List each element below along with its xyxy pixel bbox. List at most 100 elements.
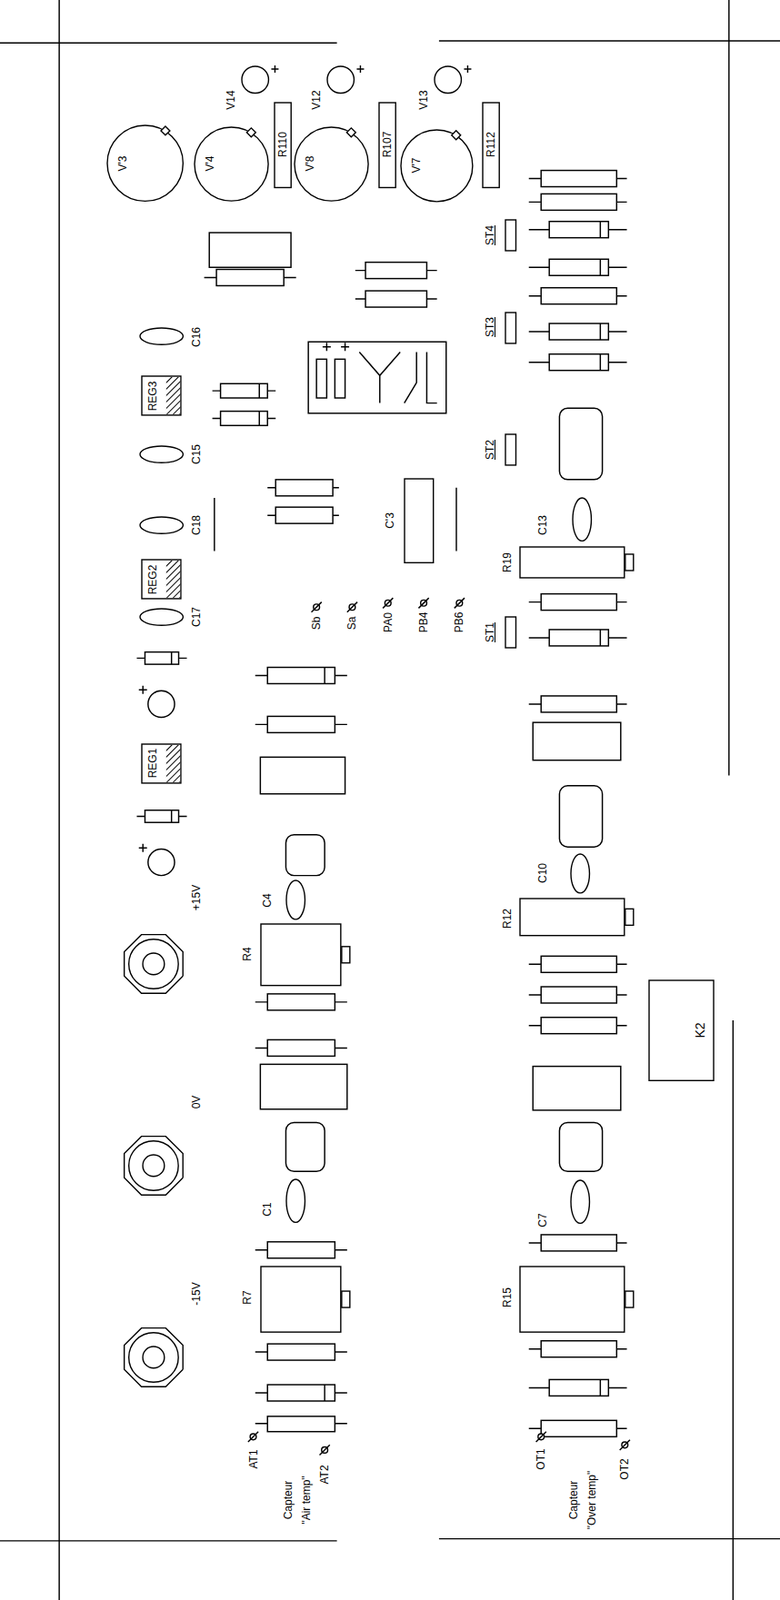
tab-mark [451,130,461,140]
polarity-band [600,630,601,647]
transistor-can [400,130,473,202]
node-outline [260,1266,342,1334]
node-outline [240,65,270,94]
resistor-symbol [540,987,617,1004]
tab-mark [247,128,257,138]
resistor-symbol [540,696,617,713]
part-label: V'3 [117,155,129,171]
frame-line [0,41,338,43]
capacitor-outline [572,498,591,541]
frame-line [58,0,60,1600]
zener-symbol [559,408,602,480]
capacitor-ellipse: C17 [139,608,184,627]
capacitor-symbol [549,323,609,340]
trimmer-body [520,1267,625,1333]
frame-line [439,1539,780,1540]
transistor-outline: V'4 [193,126,270,202]
polarity-band [323,667,325,684]
part-label: V14 [225,90,237,110]
part-label: R107 [381,131,393,159]
terminal-octagon [123,1136,183,1196]
terminal-hole [142,953,165,976]
strap-pad: ST1 [504,616,517,650]
component-body [505,434,516,466]
capacitor-box [260,757,345,794]
sensor-note: "Air temp" [300,1476,312,1525]
trimmer-box: R12 [519,898,626,938]
part-label: C1 [261,1202,273,1217]
capacitor-outline [140,517,183,534]
regulator-box: REG1 [140,743,182,785]
polarity-band [600,259,601,276]
transistor-outline: V'8 [293,126,370,202]
node-outline [519,898,626,938]
part-label: C18 [190,515,202,536]
capacitor-outline [570,854,590,894]
resistor-symbol [267,994,335,1011]
component-body [379,102,396,188]
signal-name: PB4 [418,612,430,634]
pin-name: OT1 [535,1449,547,1470]
capacitor-symbol [549,1380,609,1397]
node-outline [519,1266,626,1334]
trimmer-screw [341,1291,350,1309]
component-body [505,220,516,251]
pad-slash [382,598,393,609]
trimmer-box: R15 [519,1266,626,1334]
resistor-symbol [267,1385,335,1402]
part-label: R4 [241,947,253,961]
trimmer-box: R19 [519,546,626,580]
capacitor-ellipse: C10 [570,853,590,895]
capacitor-outline [286,1180,305,1223]
resistor-symbol [275,480,333,497]
plus-sign [139,844,148,853]
power-terminal: +15V [120,931,187,998]
resistor-symbol [267,1344,335,1361]
part-label: C'3 [384,512,396,530]
part-label: REG3 [147,380,159,411]
capacitor-ellipse: C7 [570,1180,590,1225]
capacitor-ellipse: C16 [139,327,184,346]
capacitor-can [434,66,461,93]
trimmer-body [260,1267,341,1333]
capacitor-symbol [549,630,609,647]
part-label: C7 [537,1213,549,1228]
part-label: ST2 [484,440,496,460]
plus-sign [322,342,350,351]
signal-name: Sa [346,617,358,631]
sensor-note: "Over temp" [586,1471,598,1531]
part-label: R12 [501,909,513,930]
part-label: C17 [190,607,202,628]
capacitor-outline [570,1180,590,1224]
trimmer-box: R7 [260,1266,342,1334]
heatsink-hatch [166,377,180,415]
transistor-can [294,127,369,201]
capacitor-ellipse: C1 [285,1179,306,1224]
polarity-band [170,652,172,665]
zener-symbol [559,1122,602,1172]
node-outline [504,219,517,252]
terminal-hole [142,1155,165,1178]
part-label: V'8 [304,155,316,171]
resistor-symbol [540,956,617,973]
power-terminal: 0V [120,1133,187,1200]
signal-name: PB6 [453,612,465,634]
node-outline [504,616,517,650]
resistor-symbol [365,262,427,280]
capacitor-outline [286,880,305,920]
resistor-symbol [267,1040,335,1057]
component-body [274,102,291,188]
relay-contacts [359,351,437,403]
resistor-symbol [144,652,179,665]
zener-symbol [285,1122,325,1172]
part-label: R15 [501,1288,513,1309]
capacitor-symbol [220,383,269,399]
plus-sign [357,65,365,73]
terminal-ring [128,1332,179,1383]
node-outline [120,1133,187,1200]
part-label: ST4 [484,225,496,246]
trimmer-screw [624,910,633,927]
resistor-symbol [540,594,617,611]
